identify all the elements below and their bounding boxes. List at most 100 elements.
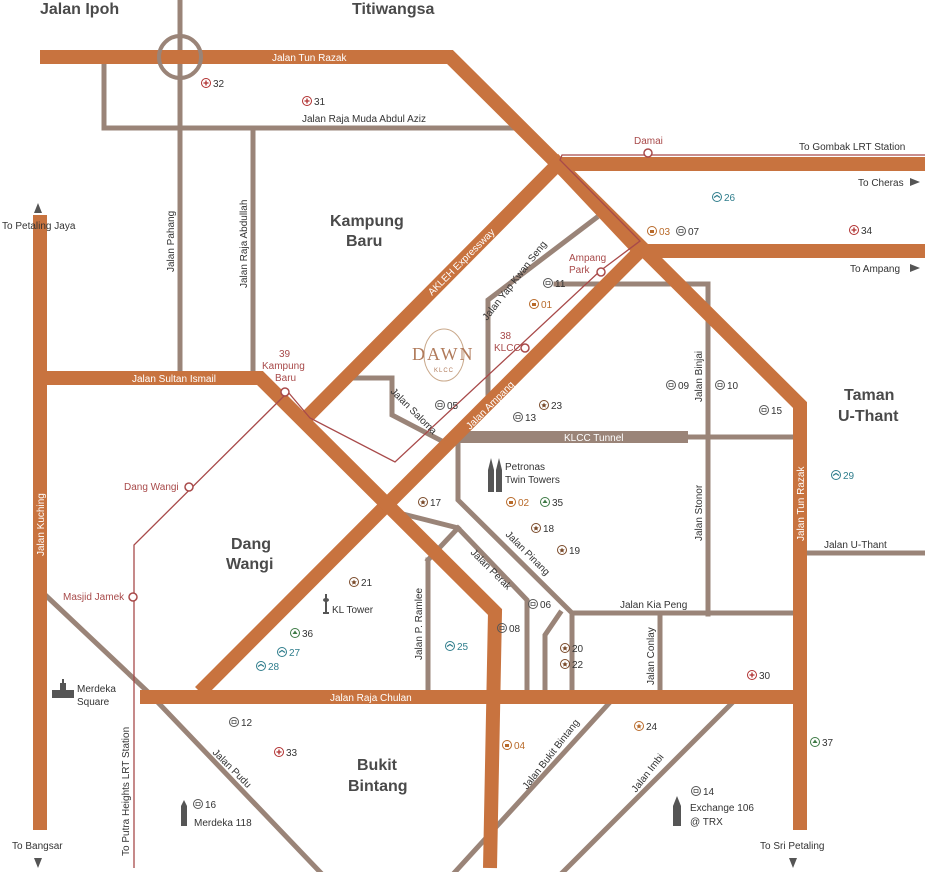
- poi-15[interactable]: 15: [759, 405, 783, 418]
- arrow-down-icon: [34, 858, 42, 868]
- building-icon: [497, 623, 507, 633]
- poi-09[interactable]: 09: [666, 380, 690, 393]
- poi-29[interactable]: 29: [831, 470, 855, 483]
- landmark-label-exchange-1: Exchange 106: [690, 803, 754, 814]
- arrow-right-icon: [910, 264, 920, 272]
- direction-gombak: To Gombak LRT Station: [799, 142, 905, 153]
- label-u-thant: Jalan U-Thant: [824, 540, 887, 551]
- star-icon: [539, 400, 549, 410]
- poi-10[interactable]: 10: [715, 380, 739, 393]
- poi-number: 13: [525, 413, 537, 424]
- station-masjid-jamek[interactable]: Masjid Jamek: [63, 592, 138, 603]
- poi-number: 17: [430, 498, 442, 509]
- road-pinang: [455, 434, 575, 693]
- poi-18[interactable]: 18: [531, 523, 555, 536]
- station-label-klcc-2: KLCC: [494, 343, 521, 354]
- road-pinang-b: [542, 609, 564, 693]
- tree-icon: [290, 628, 300, 638]
- station-damai[interactable]: Damai: [634, 136, 663, 158]
- poi-23[interactable]: 23: [539, 400, 563, 413]
- district-bukit-2: Bintang: [348, 778, 408, 795]
- road-bukit-bintang: [451, 696, 616, 872]
- poi-22[interactable]: 22: [560, 659, 584, 672]
- school-icon: [277, 647, 287, 657]
- dawn-klcc-logo: DAWN KLCC: [412, 328, 473, 382]
- poi-14[interactable]: 14: [691, 786, 715, 799]
- landmark-merdeka-118[interactable]: Merdeka 118: [181, 800, 252, 829]
- road-yap-kwan-seng: [485, 214, 600, 401]
- star-icon: [418, 497, 428, 507]
- skyscraper-icon: [673, 796, 681, 826]
- poi-28[interactable]: 28: [256, 661, 280, 674]
- label-raja-abdullah: Jalan Raja Abdullah: [239, 200, 250, 288]
- poi-number: 09: [678, 381, 690, 392]
- poi-01[interactable]: 01: [529, 299, 553, 312]
- label-kuching: Jalan Kuching: [36, 493, 47, 556]
- poi-05[interactable]: 05: [435, 400, 459, 413]
- station-label-ampang-park-1: Ampang: [569, 253, 606, 264]
- poi-19[interactable]: 19: [557, 545, 581, 558]
- poi-number: 19: [569, 546, 581, 557]
- school-icon: [831, 470, 841, 480]
- roundabout: [157, 34, 203, 80]
- landmark-kl-tower[interactable]: KL Tower: [323, 594, 374, 616]
- poi-13[interactable]: 13: [513, 412, 537, 425]
- poi-27[interactable]: 27: [277, 647, 301, 660]
- star-icon: [349, 577, 359, 587]
- hospital-icon: [274, 747, 284, 757]
- poi-32[interactable]: 32: [201, 78, 225, 91]
- hospital-icon: [849, 225, 859, 235]
- school-icon: [256, 661, 266, 671]
- road-pudu: [36, 586, 324, 872]
- poi-35[interactable]: 35: [540, 497, 564, 510]
- district-dang-1: Dang: [231, 536, 271, 553]
- poi-07[interactable]: 07: [676, 226, 700, 239]
- twin-towers-icon: [488, 458, 502, 492]
- district-taman-1: Taman: [844, 387, 894, 404]
- poi-number: 30: [759, 671, 771, 682]
- landmark-exchange-106[interactable]: Exchange 106 @ TRX: [673, 796, 754, 828]
- poi-number: 34: [861, 226, 873, 237]
- poi-36[interactable]: 36: [290, 628, 314, 641]
- poi-02[interactable]: 02: [506, 497, 530, 510]
- building-icon: [759, 405, 769, 415]
- poi-30[interactable]: 30: [747, 670, 771, 683]
- poi-03[interactable]: 03: [647, 226, 671, 239]
- poi-31[interactable]: 31: [302, 96, 326, 109]
- station-dang-wangi[interactable]: Dang Wangi: [124, 482, 194, 493]
- label-p-ramlee: Jalan P. Ramlee: [414, 587, 425, 660]
- station-ampang-park[interactable]: Ampang Park: [569, 253, 606, 277]
- poi-26[interactable]: 26: [712, 192, 736, 205]
- poi-06[interactable]: 06: [528, 599, 552, 612]
- station-klcc[interactable]: 38 KLCC: [494, 331, 530, 354]
- poi-04[interactable]: 04: [502, 740, 526, 753]
- label-bukit-bintang: Jalan Bukit Bintang: [521, 718, 582, 792]
- poi-37[interactable]: 37: [810, 737, 834, 750]
- landmark-label-petronas-2: Twin Towers: [505, 475, 560, 486]
- poi-34[interactable]: 34: [849, 225, 873, 238]
- landmark-label-kl-tower: KL Tower: [332, 605, 374, 616]
- hospital-icon: [201, 78, 211, 88]
- poi-number: 01: [541, 300, 553, 311]
- poi-20[interactable]: 20: [560, 643, 584, 656]
- poi-24[interactable]: 24: [634, 721, 658, 734]
- poi-33[interactable]: 33: [274, 747, 298, 760]
- poi-25[interactable]: 25: [445, 641, 469, 654]
- building-icon: [676, 226, 686, 236]
- building-icon: [691, 786, 701, 796]
- poi-11[interactable]: 11: [543, 278, 566, 291]
- poi-16[interactable]: 16: [193, 799, 217, 812]
- poi-number: 18: [543, 524, 555, 535]
- station-kampung-baru[interactable]: 39 Kampung Baru: [262, 349, 305, 397]
- label-saloma: Jalan Saloma: [388, 386, 439, 437]
- poi-17[interactable]: 17: [418, 497, 442, 510]
- poi-21[interactable]: 21: [349, 577, 373, 590]
- label-ampang: Jalan Ampang: [464, 380, 517, 433]
- poi-number: 14: [703, 787, 715, 798]
- poi-12[interactable]: 12: [229, 717, 253, 730]
- label-tun-razak-right: Jalan Tun Razak: [796, 466, 807, 541]
- road-ampang-diag: [195, 246, 645, 697]
- landmark-merdeka-square[interactable]: Merdeka Square: [52, 679, 116, 708]
- poi-08[interactable]: 08: [497, 623, 521, 636]
- landmark-petronas[interactable]: Petronas Twin Towers: [488, 458, 560, 492]
